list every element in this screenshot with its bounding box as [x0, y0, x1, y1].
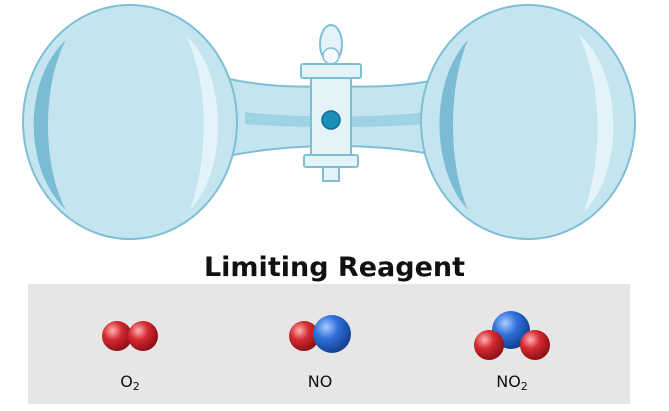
legend-item-o2: O2	[70, 284, 190, 404]
legend-label-o2: O2	[120, 372, 140, 393]
stopcock-valve	[300, 24, 362, 182]
legend-label-no: NO	[307, 372, 333, 391]
right-bulb	[420, 4, 636, 240]
left-bulb	[22, 4, 238, 240]
legend-item-no: NO	[260, 284, 380, 404]
legend-item-no2: NO2	[452, 284, 572, 404]
valve-port-dot	[321, 110, 341, 130]
page-title: Limiting Reagent	[203, 252, 466, 283]
legend-label-no2: NO2	[496, 372, 528, 393]
no2-molecule-icon	[474, 311, 550, 360]
two-bulb-apparatus	[22, 4, 636, 240]
molecule-legend: O2 NO NO2	[28, 284, 630, 404]
o2-molecule-icon	[102, 321, 158, 351]
no-molecule-icon	[289, 315, 351, 353]
